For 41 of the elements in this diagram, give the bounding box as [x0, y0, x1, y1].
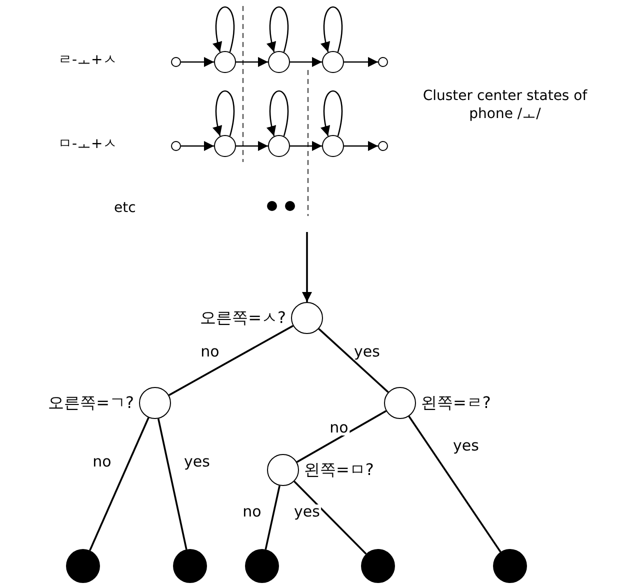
question-label: 오른쪽=ㅅ? — [200, 307, 286, 329]
arrow — [181, 141, 214, 151]
arrow — [266, 6, 289, 52]
connector-line — [318, 328, 389, 393]
note-text: Cluster center states of phone /ㅗ/ — [422, 88, 588, 123]
sequence-label: ㄹ-ㅗ+ㅅ — [58, 52, 117, 70]
arrow — [302, 232, 312, 302]
arrow — [181, 57, 214, 67]
question-label: 왼쪽=ㄹ? — [421, 392, 491, 414]
terminal-state — [378, 141, 388, 151]
leaf-node — [493, 549, 527, 583]
connector-line — [296, 410, 387, 463]
arrow — [344, 141, 378, 151]
leaf-node — [173, 549, 207, 583]
question-label: 왼쪽=ㅁ? — [304, 459, 374, 481]
note-text: etc — [114, 200, 136, 218]
connector-line — [294, 480, 367, 555]
terminal-state — [171, 57, 181, 67]
arrow — [236, 57, 268, 67]
question-label: 오른쪽=ㄱ? — [48, 392, 134, 414]
terminal-state — [378, 57, 388, 67]
sequence-label: ㅁ-ㅗ+ㅅ — [58, 136, 117, 154]
arrow — [320, 90, 343, 136]
connector-line — [89, 417, 150, 551]
arrow — [290, 57, 322, 67]
connector-line — [168, 325, 294, 396]
leaf-node — [66, 549, 100, 583]
arrow — [212, 90, 235, 136]
arrow — [266, 90, 289, 136]
edge-label: yes — [293, 504, 321, 520]
arrow — [344, 57, 378, 67]
connector-line — [408, 416, 502, 552]
connector-line — [264, 485, 280, 550]
leaf-node — [245, 549, 279, 583]
arrow — [290, 141, 322, 151]
arrow — [212, 6, 235, 52]
arrow — [236, 141, 268, 151]
arrow — [320, 6, 343, 52]
connector-line — [157, 418, 188, 550]
leaf-node — [361, 549, 395, 583]
terminal-state — [171, 141, 181, 151]
